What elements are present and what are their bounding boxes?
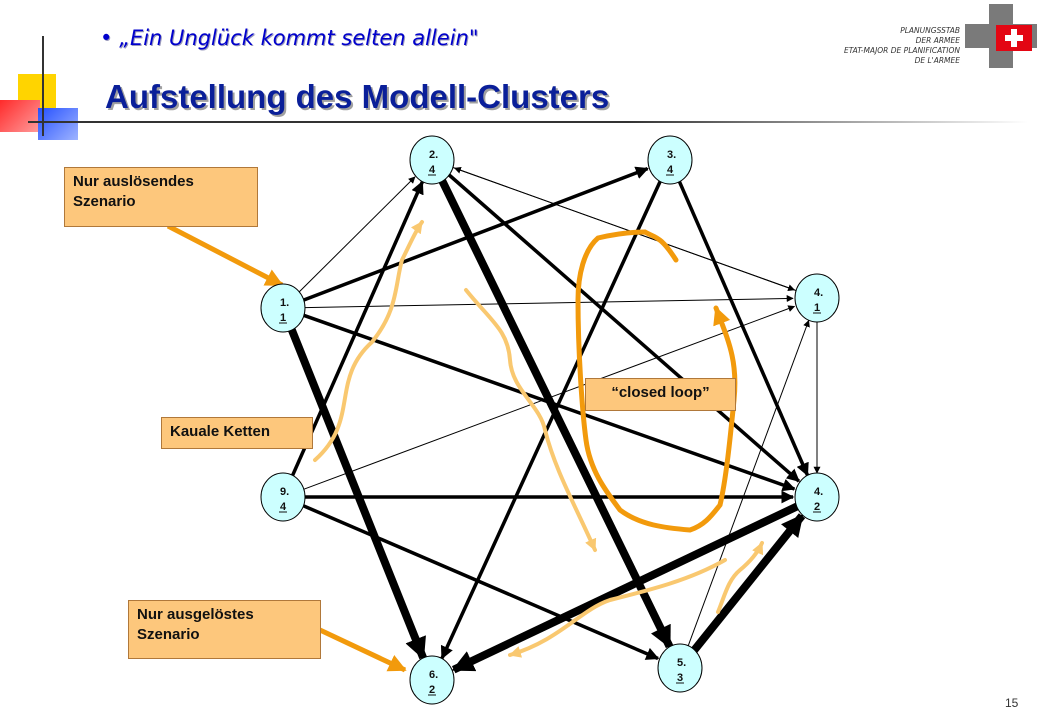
node-n53: 5.3 bbox=[657, 643, 703, 693]
closed-loop-box: “closed loop” bbox=[585, 378, 736, 411]
node-label: 6. bbox=[429, 669, 438, 681]
node-label: 1 bbox=[814, 302, 820, 314]
node-label: 4 bbox=[429, 164, 436, 176]
node-label: 1 bbox=[280, 312, 286, 324]
edge-n11-n34 bbox=[302, 166, 649, 302]
node-circle bbox=[794, 472, 840, 522]
node-label: 4 bbox=[280, 501, 287, 513]
node-n94: 9.4 bbox=[260, 472, 306, 522]
edge-n11-n62 bbox=[287, 326, 427, 660]
node-circle bbox=[260, 283, 306, 333]
page-title: Aufstellung des Modell-Clusters bbox=[105, 78, 610, 115]
node-n24: 2.4 bbox=[409, 135, 455, 185]
triggered-scenario-box: Nur ausgelöstes Szenario bbox=[128, 600, 321, 659]
trigger-scenario-box: Nur auslösendes Szenario bbox=[64, 167, 258, 227]
org-line: ETAT-MAJOR DE PLANIFICATION bbox=[844, 46, 960, 55]
edge-n11-n24 bbox=[298, 176, 416, 293]
org-name: PLANUNGSSTAB DER ARMEE ETAT-MAJOR DE PLA… bbox=[844, 26, 960, 66]
edge-n94-n41 bbox=[303, 305, 796, 490]
node-label: 3 bbox=[677, 672, 683, 684]
node-circle bbox=[657, 643, 703, 693]
node-label: 2 bbox=[429, 684, 435, 696]
edge-n11-n41 bbox=[304, 295, 794, 309]
node-label: 1. bbox=[280, 297, 289, 309]
vertical-rule bbox=[42, 36, 44, 136]
logo-decoration bbox=[0, 0, 1028, 150]
node-label: 9. bbox=[280, 486, 289, 498]
chain-path bbox=[508, 558, 727, 658]
node-circle bbox=[647, 135, 693, 185]
closed-loop-path bbox=[575, 229, 738, 533]
blue-square bbox=[38, 108, 78, 140]
chain-path bbox=[313, 220, 424, 462]
node-circle bbox=[794, 273, 840, 323]
node-circle bbox=[409, 135, 455, 185]
edge-n34-n42 bbox=[677, 179, 810, 477]
page-number: 15 bbox=[1005, 696, 1019, 710]
node-circle bbox=[260, 472, 306, 522]
node-n62: 6.2 bbox=[409, 655, 455, 705]
edges-layer bbox=[287, 166, 821, 674]
edge-n53-n41 bbox=[687, 319, 810, 648]
org-line: PLANUNGSSTAB bbox=[900, 26, 960, 35]
edge-n41-n24 bbox=[453, 166, 797, 292]
edge-n42-n62 bbox=[451, 502, 799, 674]
node-n11: 1.1 bbox=[260, 283, 306, 333]
org-line: DER ARMEE bbox=[915, 36, 960, 45]
bullet: • bbox=[100, 26, 120, 50]
causal-chains-box: Kauale Ketten bbox=[161, 417, 313, 449]
edge-n53-n42 bbox=[690, 513, 806, 654]
swiss-cross-logo bbox=[965, 4, 1037, 68]
node-label: 4. bbox=[814, 287, 823, 299]
chain-path bbox=[716, 541, 764, 614]
edge-n94-n53 bbox=[302, 504, 660, 661]
node-label: 4 bbox=[667, 164, 674, 176]
subtitle-text: „Ein Unglück kommt selten allein" bbox=[119, 26, 479, 50]
edge-n94-n24 bbox=[290, 180, 424, 478]
causal-chain-paths bbox=[313, 220, 764, 658]
node-n34: 3.4 bbox=[647, 135, 693, 185]
horizontal-rule bbox=[28, 121, 1028, 123]
edge-n24-n42 bbox=[447, 173, 801, 483]
node-label: 2. bbox=[429, 149, 438, 161]
chain-path bbox=[464, 288, 597, 552]
node-n42: 4.2 bbox=[794, 472, 840, 522]
node-n41: 4.1 bbox=[794, 273, 840, 323]
node-label: 2 bbox=[814, 501, 820, 513]
edge-n34-n62 bbox=[440, 179, 663, 660]
triggered-arrow bbox=[318, 627, 407, 673]
trigger-arrow bbox=[166, 223, 284, 288]
nodes-layer: 1.12.43.44.14.25.36.29.4 bbox=[260, 135, 840, 705]
red-square bbox=[0, 100, 40, 132]
subtitle: • „Ein Unglück kommt selten allein" bbox=[100, 26, 479, 50]
org-line: DE L'ARMEE bbox=[914, 56, 960, 65]
node-label: 4. bbox=[814, 486, 823, 498]
node-label: 3. bbox=[667, 149, 676, 161]
node-label: 5. bbox=[677, 657, 686, 669]
node-circle bbox=[409, 655, 455, 705]
